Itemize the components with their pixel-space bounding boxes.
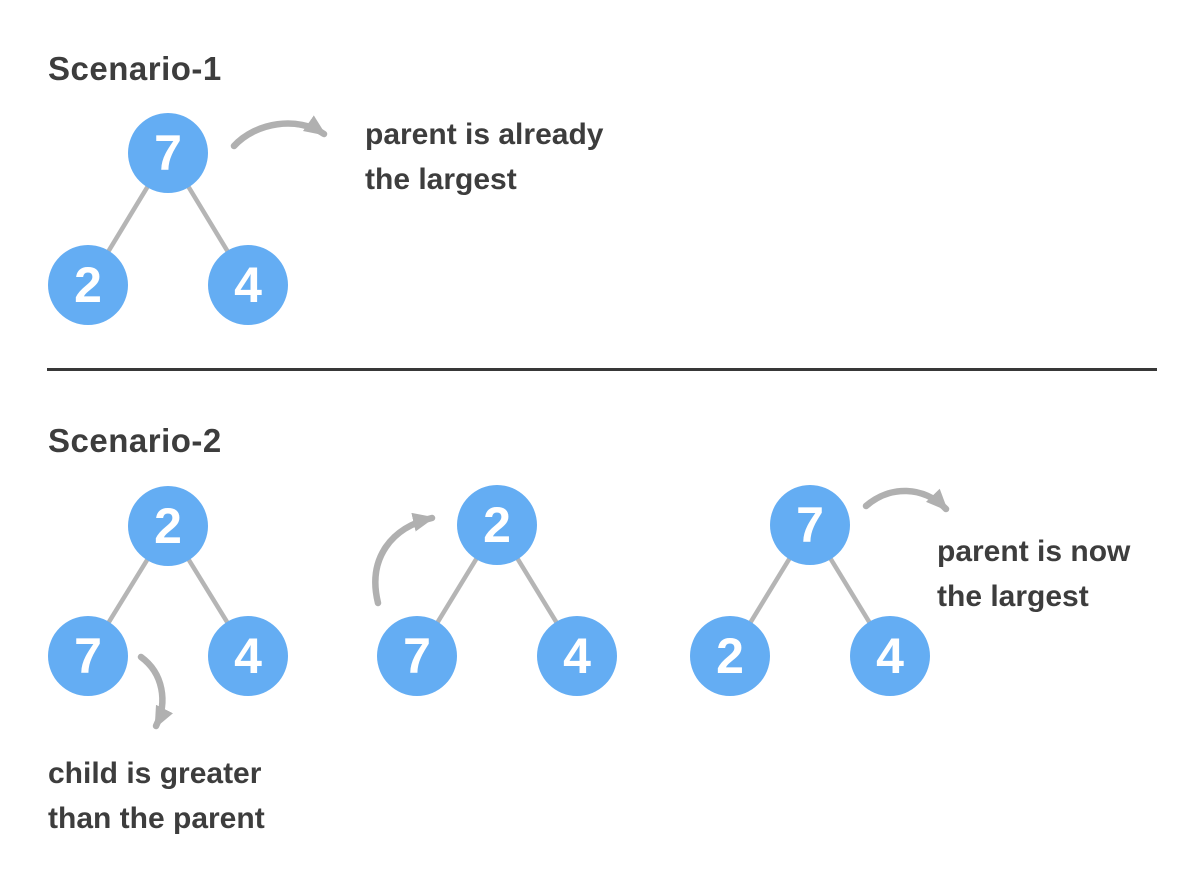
s1-annotation-line-1: parent is already bbox=[365, 118, 604, 151]
s2-parent-annotation-line-2: the largest bbox=[937, 580, 1089, 613]
s2-child-annotation: child is greater than the parent bbox=[48, 751, 265, 841]
scenario-2-title: Scenario-2 bbox=[48, 422, 222, 459]
s1-left-child-node: 2 bbox=[48, 245, 128, 325]
s2-parent-annotation-line-1: parent is now bbox=[937, 535, 1131, 568]
s2-swap-right-child-node: 4 bbox=[537, 616, 617, 696]
s2-result-right-child-node: 4 bbox=[850, 616, 930, 696]
s1-annotation-line-2: the largest bbox=[365, 163, 517, 196]
s2-parent-annotation: parent is now the largest bbox=[937, 529, 1130, 619]
arrow-parent-now-largest-icon bbox=[862, 487, 950, 513]
section-divider bbox=[47, 368, 1157, 371]
s2-initial-left-child-node: 7 bbox=[48, 616, 128, 696]
s2-swap-left-child-node: 7 bbox=[377, 616, 457, 696]
s1-right-child-node: 4 bbox=[208, 245, 288, 325]
arrow-parent-already-largest-icon bbox=[230, 115, 328, 150]
s2-child-annotation-line-2: than the parent bbox=[48, 802, 265, 835]
s2-result-left-child-node: 2 bbox=[690, 616, 770, 696]
arrow-child-greater-icon bbox=[137, 653, 173, 730]
s1-annotation: parent is already the largest bbox=[365, 112, 603, 202]
s2-initial-right-child-node: 4 bbox=[208, 616, 288, 696]
s2-swap-root-node: 2 bbox=[457, 485, 537, 565]
s1-root-node: 7 bbox=[128, 113, 208, 193]
s2-child-annotation-line-1: child is greater bbox=[48, 757, 262, 790]
arrow-swap-up-icon bbox=[372, 512, 436, 607]
s2-result-root-node: 7 bbox=[770, 485, 850, 565]
scenario-1-title: Scenario-1 bbox=[48, 50, 222, 87]
s2-initial-root-node: 2 bbox=[128, 486, 208, 566]
